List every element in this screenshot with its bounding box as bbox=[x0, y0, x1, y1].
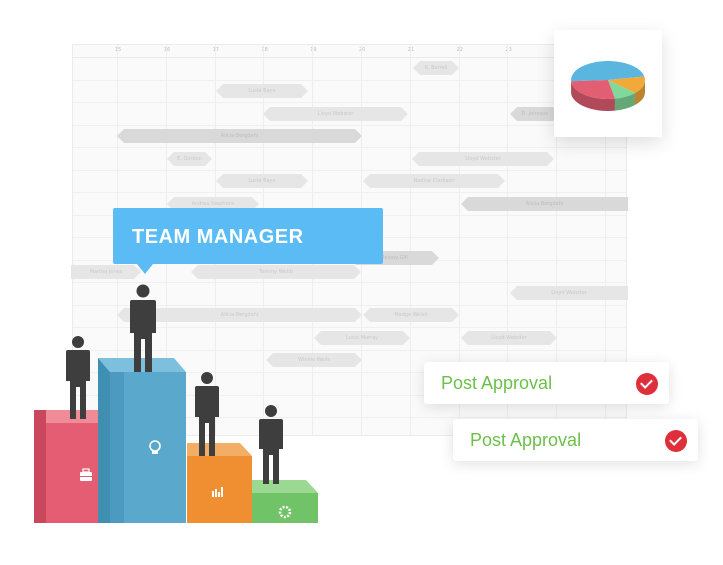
task-bar[interactable]: Winnie Wells bbox=[266, 353, 362, 367]
person-figure bbox=[130, 284, 156, 372]
day-label: 15 bbox=[115, 47, 122, 53]
task-bar[interactable]: Alicia Bergdahl bbox=[117, 308, 362, 322]
tooltip-label: TEAM MANAGER bbox=[132, 226, 304, 248]
task-bar[interactable]: Lloyd Webster bbox=[461, 331, 557, 345]
grid-row-line bbox=[73, 349, 626, 351]
pie-slice bbox=[571, 60, 645, 82]
gear-icon bbox=[278, 505, 292, 519]
task-bar[interactable]: Lucia Bayo bbox=[216, 174, 308, 188]
task-bar[interactable]: Tommy Webb bbox=[191, 265, 361, 279]
pie-slice-side bbox=[614, 93, 635, 111]
day-label: 20 bbox=[359, 47, 366, 53]
grid-column-line bbox=[458, 45, 460, 435]
task-bar[interactable]: Madge Welsh bbox=[363, 308, 459, 322]
grid-row-line bbox=[73, 79, 626, 81]
pie-slice bbox=[608, 80, 635, 99]
podium-block-orange bbox=[187, 443, 252, 523]
day-label: 16 bbox=[163, 47, 171, 53]
task-bar[interactable]: Lloyd Webster bbox=[412, 152, 554, 166]
grid-row-line bbox=[73, 394, 626, 396]
pie-chart bbox=[571, 60, 645, 111]
pie-slice bbox=[608, 76, 645, 94]
task-bar[interactable]: Lloyd Webster bbox=[263, 107, 408, 121]
tooltip-pointer bbox=[137, 264, 153, 274]
grid-column-line bbox=[409, 45, 411, 435]
podium-block-green bbox=[252, 480, 318, 523]
task-bar[interactable]: Martha Jones bbox=[71, 265, 141, 279]
schedule-header bbox=[73, 45, 626, 58]
grid-row-line bbox=[73, 327, 626, 328]
task-bar[interactable]: Nadine Clarkson bbox=[363, 174, 505, 188]
day-label: 23 bbox=[505, 47, 512, 53]
grid-row-line bbox=[73, 124, 626, 126]
task-bar[interactable]: Andrea Stephens bbox=[167, 197, 259, 211]
task-bar[interactable]: Lloyd Webster bbox=[510, 286, 628, 300]
grid-row-line bbox=[73, 417, 626, 418]
post-approval-label: Post Approval bbox=[470, 430, 582, 450]
day-label: 19 bbox=[310, 47, 317, 53]
team-manager-tooltip: TEAM MANAGER bbox=[113, 208, 383, 264]
person-figure bbox=[259, 405, 283, 484]
post-approval-label: Post Approval bbox=[441, 373, 553, 393]
grid-column-line bbox=[507, 45, 509, 435]
pie-slice-side bbox=[634, 80, 645, 106]
grid-row-line bbox=[73, 304, 626, 306]
day-label: 18 bbox=[261, 47, 268, 53]
day-label: 21 bbox=[407, 47, 415, 53]
podium-block-blue bbox=[98, 358, 186, 523]
grid-row-line bbox=[73, 169, 626, 171]
task-bar[interactable]: Alicia Bergdahl bbox=[117, 129, 362, 143]
day-label: 22 bbox=[456, 47, 463, 53]
grid-row-line bbox=[73, 102, 626, 103]
check-circle-icon bbox=[636, 373, 658, 395]
grid-column-line bbox=[605, 45, 606, 435]
bar-chart-icon bbox=[212, 487, 223, 497]
pie-chart-card bbox=[554, 30, 662, 137]
pie-slice bbox=[571, 80, 615, 99]
lightbulb-icon bbox=[149, 440, 161, 454]
grid-row-line bbox=[73, 192, 626, 193]
day-label: 17 bbox=[212, 47, 219, 53]
briefcase-icon bbox=[80, 468, 92, 481]
task-bar[interactable]: Lucia Bayo bbox=[216, 84, 308, 98]
grid-row-line bbox=[73, 372, 626, 373]
person-figure bbox=[195, 372, 219, 456]
task-bar[interactable]: E. Gordon bbox=[167, 152, 212, 166]
check-circle-icon bbox=[665, 430, 687, 452]
task-bar[interactable]: Lucia Murray bbox=[314, 331, 410, 345]
grid-column-line bbox=[556, 45, 558, 435]
post-approval-card[interactable]: Post Approval bbox=[453, 419, 698, 461]
task-bar[interactable]: D. Johnson bbox=[510, 107, 560, 121]
task-bar[interactable]: Alicia Bergdahl bbox=[461, 197, 628, 211]
task-bar[interactable]: R. Borrell bbox=[413, 61, 459, 75]
post-approval-card[interactable]: Post Approval bbox=[424, 362, 669, 404]
person-figure bbox=[66, 336, 90, 419]
grid-row-line bbox=[73, 147, 626, 148]
grid-row-line bbox=[73, 282, 626, 283]
pie-slice-side bbox=[571, 81, 615, 111]
